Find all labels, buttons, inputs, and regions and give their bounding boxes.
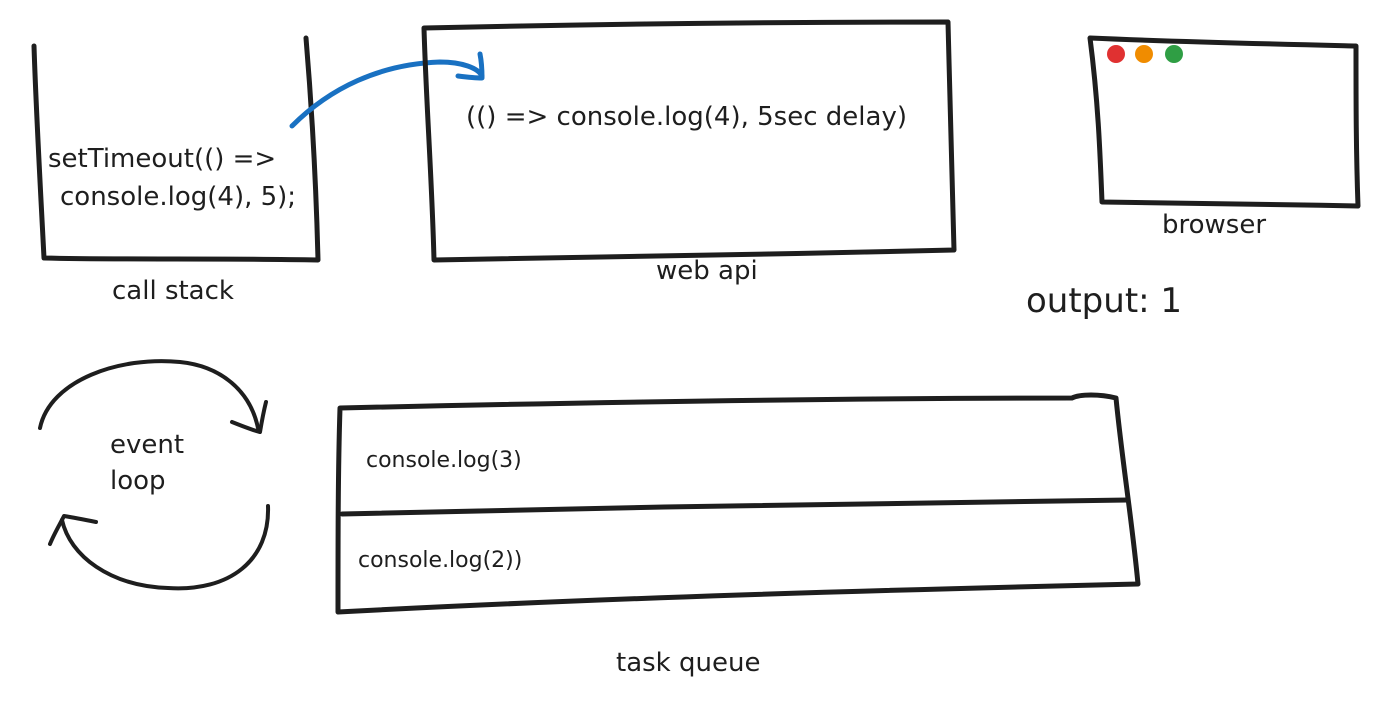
task-queue-item-2: console.log(2)) <box>358 548 523 573</box>
event-loop-top-arrowhead-icon <box>230 400 268 434</box>
web-api-caption: web api <box>656 256 758 286</box>
arrow-head-icon <box>455 51 485 81</box>
call-stack-container <box>31 35 321 263</box>
browser-caption: browser <box>1162 210 1267 240</box>
output-text: output: 1 <box>1026 281 1183 321</box>
call-stack-caption: call stack <box>112 276 234 306</box>
event-loop-bottom-arrowhead-icon <box>48 514 98 546</box>
call-stack-entry-line1: setTimeout(() => <box>48 144 277 174</box>
web-api-box <box>421 19 957 263</box>
call-stack-entry-line2: console.log(4), 5); <box>60 182 297 212</box>
maximize-dot-icon <box>1165 45 1183 63</box>
call-stack-to-web-api-arrow <box>289 59 485 129</box>
event-loop-label-line2: loop <box>110 466 166 496</box>
close-dot-icon <box>1107 45 1125 63</box>
event-loop-bottom-arc <box>60 504 271 591</box>
browser-traffic-lights <box>1107 45 1183 63</box>
event-loop-top-arc <box>38 359 260 430</box>
task-queue-item-1: console.log(3) <box>366 448 522 473</box>
web-api-entry: (() => console.log(4), 5sec delay) <box>466 102 907 132</box>
browser-window <box>1087 35 1361 209</box>
event-loop-label-line1: event <box>110 430 185 460</box>
task-queue-divider <box>339 497 1131 517</box>
task-queue-box <box>335 392 1141 615</box>
task-queue-caption: task queue <box>616 648 761 678</box>
minimize-dot-icon <box>1135 45 1153 63</box>
